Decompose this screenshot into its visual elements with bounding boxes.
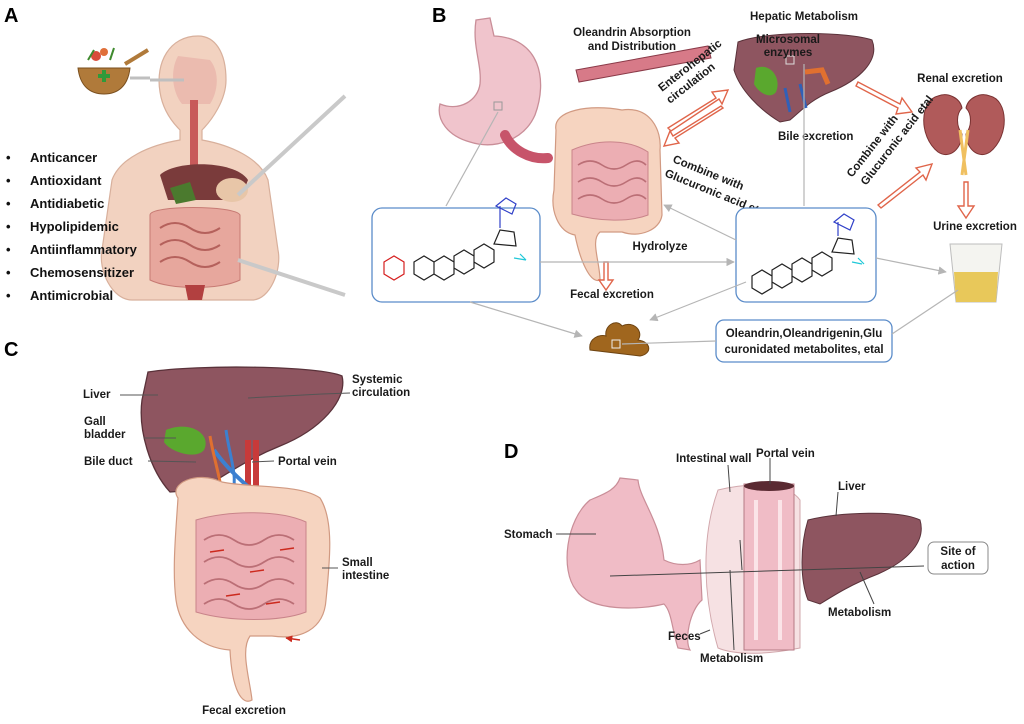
fecal-excretion-label: Fecal excretion — [570, 289, 654, 301]
large-intestine-illustration — [552, 107, 663, 281]
small-intestine-label-1: Small — [342, 557, 373, 569]
intestine-illustration-c — [173, 476, 331, 702]
liver-illustration-d — [801, 512, 922, 605]
return-arrow — [662, 105, 725, 147]
panel-d-label: D — [504, 441, 518, 463]
panel-a-label: A — [4, 5, 18, 27]
activity-item: Antiinflammatory — [30, 242, 138, 257]
absorption-label-2: and Distribution — [588, 41, 676, 53]
microsomal-label-2: enzymes — [764, 47, 813, 59]
microsomal-label-1: Microsomal — [756, 34, 820, 46]
portal-vein-illustration-d — [743, 481, 795, 651]
absorption-label-1: Oleandrin Absorption — [573, 27, 691, 39]
site-of-action-label-1: Site of — [940, 546, 975, 558]
site-of-action-box — [927, 541, 989, 575]
duodenum-illustration — [500, 130, 553, 164]
stomach-label: Stomach — [504, 529, 553, 541]
liver-illustration-c — [140, 366, 344, 493]
fecal-excretion-label-c: Fecal excretion — [202, 705, 286, 717]
oleandrigenin-structure-box — [735, 207, 877, 303]
human-body-illustration — [100, 35, 280, 301]
svg-text:•: • — [6, 242, 11, 257]
portal-vein-label-d: Portal vein — [756, 448, 815, 460]
urine-down-arrow — [956, 181, 976, 220]
svg-text:•: • — [6, 196, 11, 211]
intestinal-wall-label: Intestinal wall — [676, 453, 751, 465]
svg-text:•: • — [6, 173, 11, 188]
blood-vessel-illustration — [575, 45, 712, 83]
renal-excretion-label: Renal excretion — [917, 73, 1003, 85]
oleandrigenin-molecule — [751, 213, 865, 295]
bile-excretion-label: Bile excretion — [778, 131, 853, 143]
gall-label-2: bladder — [84, 429, 126, 441]
urine-cup-illustration — [949, 243, 1003, 303]
feces-label: Feces — [668, 631, 701, 643]
metabolites-label-1: Oleandrin,Oleandrigenin,Glu — [726, 328, 883, 340]
stomach-illustration — [438, 17, 542, 146]
systemic-label-2: circulation — [352, 387, 410, 399]
hydrolyze-label: Hydrolyze — [633, 241, 688, 253]
activity-item: Hypolipidemic — [30, 219, 119, 234]
grey-connectors — [445, 64, 959, 345]
activity-item: Antimicrobial — [30, 288, 113, 303]
activity-list: • Anticancer • Antioxidant • Antidiabetic •… — [6, 150, 138, 303]
site-of-action-label-2: action — [941, 560, 975, 572]
small-intestine-label-2: intestine — [342, 570, 389, 582]
svg-text:•: • — [6, 219, 11, 234]
liver-label-d: Liver — [838, 481, 866, 493]
systemic-label-1: Systemic — [352, 374, 403, 386]
panel-d-leader-lines — [556, 458, 925, 651]
fecal-down-arrow — [597, 261, 615, 292]
svg-text:•: • — [6, 288, 11, 303]
activity-item: Antioxidant — [30, 173, 102, 188]
activity-item: Antidiabetic — [30, 196, 104, 211]
panel-c-leader-lines — [120, 392, 351, 569]
feces-icon — [589, 322, 650, 357]
activity-item: Chemosensitizer — [30, 265, 134, 280]
portal-vein-label-c: Portal vein — [278, 456, 337, 468]
oleandrin-molecule — [383, 197, 527, 281]
liver-to-kidney-arrow — [855, 81, 914, 115]
svg-text:•: • — [6, 265, 11, 280]
stomach-illustration-d — [566, 477, 703, 651]
hepatic-metabolism-label: Hepatic Metabolism — [750, 11, 858, 23]
bowl-to-mouth-line — [130, 76, 184, 82]
urine-excretion-label: Urine excretion — [933, 221, 1017, 233]
combine-to-kidney-arrow — [876, 162, 934, 209]
enterohepatic-arrow — [666, 89, 730, 132]
panel-b-label: B — [432, 5, 446, 27]
metabolism-wall-label: Metabolism — [700, 653, 763, 665]
activity-item: Anticancer — [30, 150, 97, 165]
gall-label-1: Gall — [84, 416, 106, 428]
svg-text:•: • — [6, 150, 11, 165]
herbal-bowl-icon — [77, 47, 150, 95]
bile-duct-label: Bile duct — [84, 456, 133, 468]
kidneys-illustration — [923, 94, 1005, 176]
metabolism-liver-label: Metabolism — [828, 607, 891, 619]
panel-c-label: C — [4, 339, 18, 361]
zoom-connector-lines — [236, 94, 347, 297]
metabolites-label-2: curonidated metabolites, etal — [724, 344, 883, 356]
liver-label-c: Liver — [83, 389, 111, 401]
